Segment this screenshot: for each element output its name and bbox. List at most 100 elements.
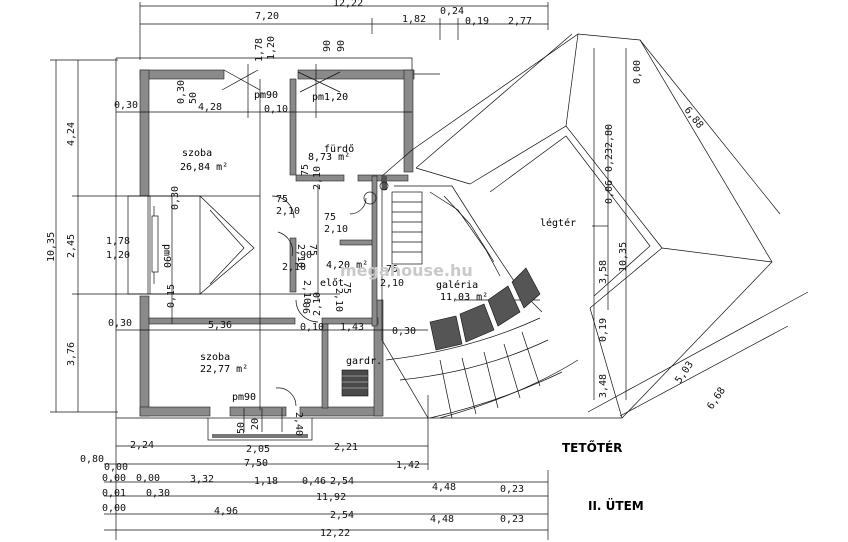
dim-210i: 2,10 bbox=[312, 292, 323, 316]
dim-right-000: 0,00 bbox=[632, 60, 643, 84]
roof-outline bbox=[381, 33, 773, 419]
dim-top-120: 1,20 bbox=[266, 36, 277, 60]
dim-bot-000c: 0,00 bbox=[136, 473, 160, 484]
room-gardrob-name: gardr. bbox=[346, 356, 382, 367]
dim-bot-448a: 4,48 bbox=[432, 482, 456, 493]
dim-left-245: 2,45 bbox=[66, 234, 77, 258]
dim-030b: 0,30 bbox=[108, 318, 132, 329]
dim-bot-080: 0,80 bbox=[80, 454, 104, 465]
dim-bot-000b: 0,00 bbox=[102, 473, 126, 484]
room-szoba-2-name: szoba bbox=[200, 352, 230, 363]
dim-75f: 75 bbox=[341, 282, 352, 294]
left-dormer bbox=[127, 195, 255, 295]
dim-right-006: 0,06 bbox=[604, 180, 615, 204]
room-szoba-2-area: 22,77 m² bbox=[200, 364, 248, 375]
room-galeria-name: galéria bbox=[436, 279, 478, 291]
dim-428: 4,28 bbox=[198, 102, 222, 113]
dim-bot-030: 0,30 bbox=[146, 488, 170, 499]
dim-right-688: 6,88 bbox=[682, 105, 706, 131]
dim-top-90a: 90 bbox=[322, 40, 333, 52]
dim-075b: 75 bbox=[324, 212, 336, 223]
dim-bot-142: 1,42 bbox=[396, 460, 420, 471]
room-eloter-area: 4,20 m² bbox=[326, 260, 368, 271]
dim-bot-750: 7,50 bbox=[244, 458, 268, 469]
inner-dimension-lines bbox=[116, 79, 428, 410]
dim-90c: 90 bbox=[300, 250, 312, 261]
dim-210c: 2,10 bbox=[312, 166, 323, 190]
dim-210a: 2,10 bbox=[276, 206, 300, 217]
window-labels: pm90 pm1,20 pm90 pm90 bbox=[161, 90, 348, 403]
dim-50b: 50 bbox=[236, 422, 247, 434]
dim-210b: 2,10 bbox=[324, 224, 348, 235]
bottom-dimension-chains: 2,24 2,05 2,21 0,80 7,50 1,42 0,00 0,00 … bbox=[80, 418, 549, 540]
dim-010a: 0,10 bbox=[264, 104, 288, 115]
room-szoba-1-name: szoba bbox=[182, 148, 212, 159]
dim-536: 5,36 bbox=[208, 320, 232, 331]
dim-bot-205: 2,05 bbox=[246, 444, 270, 455]
dim-bot-496: 4,96 bbox=[214, 506, 238, 517]
dim-030c: 0,30 bbox=[392, 326, 416, 337]
dim-075a: 75 bbox=[276, 194, 288, 205]
room-legter-name: légtér bbox=[540, 217, 576, 229]
dim-030a: 0,30 bbox=[114, 100, 138, 111]
dim-bot-023a: 0,23 bbox=[500, 484, 524, 495]
left-dimension-chain: 10,35 4,24 2,45 3,76 1,78 1,20 bbox=[46, 59, 130, 413]
top-dimension-chain: 12,22 7,20 1,82 0,24 0,19 2,77 1,78 1,20… bbox=[139, 0, 549, 62]
dim-075d: 75 bbox=[307, 244, 318, 256]
window-pm90-top: pm90 bbox=[254, 90, 278, 101]
dim-left-376: 3,76 bbox=[66, 342, 77, 366]
dim-left-120: 1,20 bbox=[106, 250, 130, 261]
dim-bot-023b: 0,23 bbox=[500, 514, 524, 525]
dim-right-1035: 10,35 bbox=[618, 242, 629, 272]
room-labels: szoba 26,84 m² fürdő 8,73 m² 4,20 m² elő… bbox=[180, 143, 576, 375]
dim-right-019: 0,19 bbox=[598, 318, 609, 342]
dim-top-019: 0,19 bbox=[465, 16, 489, 27]
dim-left-total: 10,35 bbox=[46, 232, 57, 262]
dim-bot-1222: 12,22 bbox=[320, 528, 350, 539]
dim-right-668: 6,68 bbox=[705, 386, 728, 412]
dim-top-024: 0,24 bbox=[440, 6, 464, 17]
dim-210d: 2,10 bbox=[295, 244, 306, 268]
dim-right-348: 3,48 bbox=[598, 374, 609, 398]
dim-top-total: 12,22 bbox=[333, 0, 363, 9]
dim-bot-332: 3,32 bbox=[190, 474, 214, 485]
dim-030v2: 0,30 bbox=[170, 186, 181, 210]
dim-bot-254a: 2,54 bbox=[330, 476, 354, 487]
dim-210f: 2,10 bbox=[301, 280, 312, 304]
window-pm120: pm1,20 bbox=[312, 92, 348, 103]
dim-210g: 2,10 bbox=[380, 278, 404, 289]
dim-bot-1192: 11,92 bbox=[316, 492, 346, 503]
phase-heading: II. ÜTEM bbox=[588, 498, 644, 513]
curved-stair-gallery bbox=[382, 176, 579, 419]
dim-50: 50 bbox=[188, 92, 199, 104]
right-dimension-chains: 0,00 6,88 2,80 0,23 0,06 3,58 10,35 0,19… bbox=[587, 39, 809, 417]
dim-right-280: 2,80 bbox=[604, 124, 615, 148]
room-galeria-area: 11,03 m² bbox=[440, 292, 488, 303]
dim-right-023: 0,23 bbox=[604, 148, 615, 172]
bottom-balcony bbox=[207, 408, 313, 441]
dim-bot-001: 0,01 bbox=[102, 488, 126, 499]
dim-bot-118: 1,18 bbox=[254, 476, 278, 487]
dim-top-90b: 90 bbox=[336, 40, 347, 52]
dim-top-178: 1,78 bbox=[254, 38, 265, 62]
dim-20: 20 bbox=[250, 418, 261, 430]
window-pm90-bottom: pm90 bbox=[232, 392, 256, 403]
floor-heading: TETŐTÉR bbox=[562, 440, 622, 455]
watermark-text: megahouse.hu bbox=[340, 261, 473, 280]
inner-dimension-text: 0,30 4,28 0,10 0,30 5,36 0,10 1,43 0,30 … bbox=[108, 80, 416, 436]
dim-015: 0,15 bbox=[166, 284, 177, 308]
dim-bot-221: 2,21 bbox=[334, 442, 358, 453]
dim-210e: 2,10 bbox=[282, 262, 306, 273]
dim-right-358: 3,58 bbox=[598, 260, 609, 284]
dim-left-424: 4,24 bbox=[66, 122, 77, 146]
dim-left-178: 1,78 bbox=[106, 236, 130, 247]
dim-075e: 75 bbox=[386, 264, 398, 275]
dim-030v: 0,30 bbox=[176, 80, 187, 104]
window-pm90-left: pm90 bbox=[161, 244, 172, 268]
dim-bot-046: 0,46 bbox=[302, 476, 326, 487]
dim-075c: 75 bbox=[300, 164, 311, 176]
dim-143: 1,43 bbox=[340, 322, 364, 333]
dim-bot-224: 2,24 bbox=[130, 440, 154, 451]
door-swings bbox=[271, 181, 389, 407]
